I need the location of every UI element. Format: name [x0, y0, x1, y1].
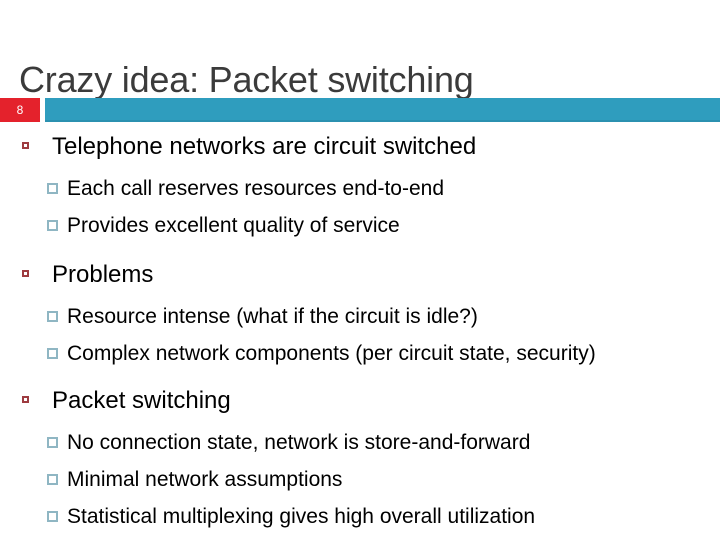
square-bullet-icon: [47, 348, 58, 359]
spacer: [0, 244, 720, 258]
square-bullet-icon: [22, 142, 29, 149]
page-title: Crazy idea: Packet switching: [19, 59, 474, 101]
square-bullet-icon: [22, 396, 29, 403]
bullet-level1-label: Problems: [52, 261, 154, 288]
square-bullet-icon: [47, 474, 58, 485]
bullet-level1: Problems: [0, 258, 720, 291]
bullet-group: Telephone networks are circuit switched …: [0, 130, 720, 244]
bullet-level2-label: Statistical multiplexing gives high over…: [67, 505, 536, 528]
bullet-level1: Packet switching: [0, 384, 720, 417]
bullet-level2: Resource intense (what if the circuit is…: [0, 298, 720, 335]
square-bullet-icon: [47, 220, 58, 231]
spacer: [0, 163, 720, 170]
square-bullet-icon: [47, 311, 58, 322]
bullet-group: Problems Resource intense (what if the c…: [0, 258, 720, 372]
spacer: [0, 417, 720, 424]
bullet-level2: Statistical multiplexing gives high over…: [0, 498, 720, 535]
divider-bar: [45, 98, 720, 122]
bullet-level2: Complex network components (per circuit …: [0, 335, 720, 372]
slide-body: Telephone networks are circuit switched …: [0, 130, 720, 535]
spacer: [0, 291, 720, 298]
bullet-level2: Minimal network assumptions: [0, 461, 720, 498]
bullet-level2-label: Resource intense (what if the circuit is…: [67, 305, 478, 328]
bullet-level2-label: Complex network components (per circuit …: [67, 342, 596, 365]
bullet-level2-label: Each call reserves resources end-to-end: [67, 177, 445, 200]
bullet-level2-label: Minimal network assumptions: [67, 468, 343, 491]
square-bullet-icon: [47, 437, 58, 448]
spacer: [0, 372, 720, 384]
bullet-level2: Each call reserves resources end-to-end: [0, 170, 720, 207]
bullet-level1-label: Packet switching: [52, 387, 231, 414]
bullet-level2-label: No connection state, network is store-an…: [67, 431, 531, 454]
bullet-level1: Telephone networks are circuit switched: [0, 130, 720, 163]
square-bullet-icon: [47, 183, 58, 194]
square-bullet-icon: [22, 270, 29, 277]
bullet-level1-label: Telephone networks are circuit switched: [52, 133, 477, 160]
bullet-level2: No connection state, network is store-an…: [0, 424, 720, 461]
bullet-group: Packet switching No connection state, ne…: [0, 384, 720, 535]
bullet-level2: Provides excellent quality of service: [0, 207, 720, 244]
title-divider: 8: [0, 98, 720, 122]
square-bullet-icon: [47, 511, 58, 522]
slide-number-badge: 8: [0, 98, 40, 122]
bullet-level2-label: Provides excellent quality of service: [67, 214, 400, 237]
